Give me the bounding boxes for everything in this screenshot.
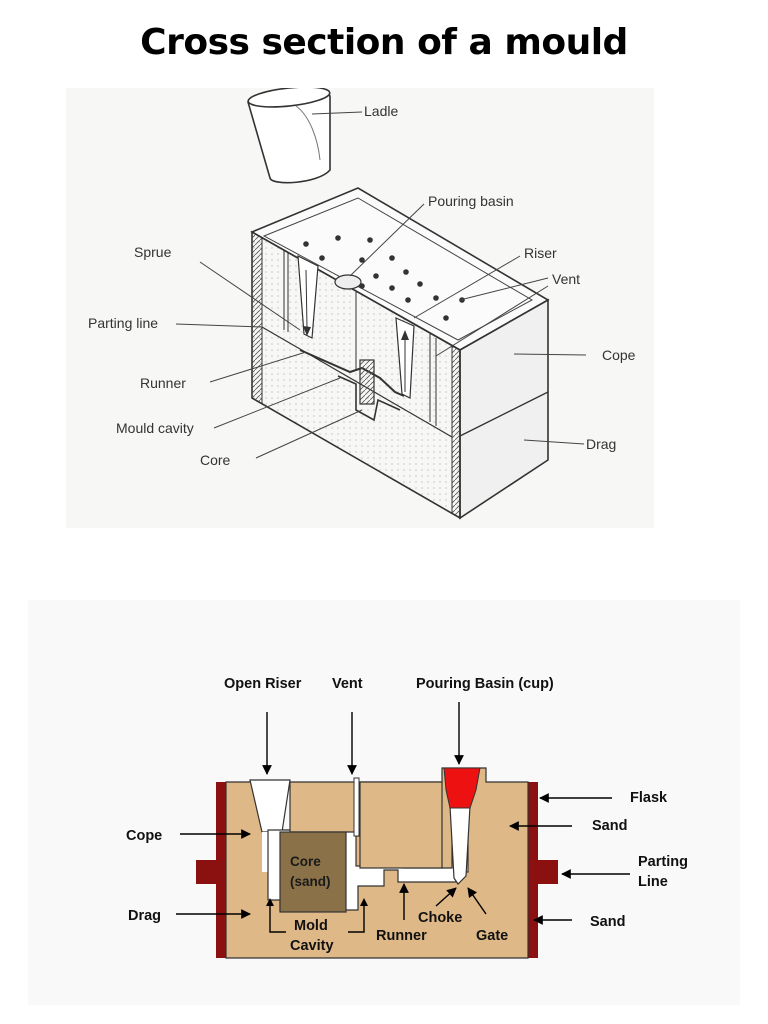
core-shape xyxy=(359,359,375,405)
label-sprue: Sprue xyxy=(134,244,172,260)
label-sand-bottom: Sand xyxy=(590,914,625,930)
flask-left-flange xyxy=(196,860,216,884)
page-title: Cross section of a mould xyxy=(140,22,628,63)
label-parting-2: Line xyxy=(638,874,668,890)
cross-section-diagram: Open Riser Vent Pouring Basin (cup) Flas… xyxy=(28,600,740,1005)
label-drag: Drag xyxy=(128,908,161,924)
ladle-shape xyxy=(247,88,331,184)
label-flask: Flask xyxy=(630,790,668,806)
label-mold-1: Mold xyxy=(294,918,328,934)
label-core-2: (sand) xyxy=(290,874,331,889)
label-drag: Drag xyxy=(586,436,616,452)
flask-right-flange xyxy=(538,860,558,884)
label-choke: Choke xyxy=(418,910,462,926)
sand-core xyxy=(279,831,347,913)
isometric-mould-illustration: Ladle Pouring basin Sprue Riser Vent Par… xyxy=(66,88,654,528)
label-cope: Cope xyxy=(602,347,636,363)
label-runner: Runner xyxy=(140,375,186,391)
pouring-cup xyxy=(443,767,481,809)
label-ladle: Ladle xyxy=(364,103,398,119)
label-parting-1: Parting xyxy=(638,854,688,870)
flask-right-wall xyxy=(528,782,538,958)
label-core: Core xyxy=(200,452,231,468)
label-parting-line: Parting line xyxy=(88,315,158,331)
flask-left-wall xyxy=(216,782,226,958)
cross-section-drawing: Open Riser Vent Pouring Basin (cup) Flas… xyxy=(126,676,688,959)
label-mould-cavity: Mould cavity xyxy=(116,420,194,436)
label-open-riser: Open Riser xyxy=(224,676,302,692)
label-core-1: Core xyxy=(290,854,321,869)
label-vent: Vent xyxy=(552,271,580,287)
isometric-mould-drawing: Ladle Pouring basin Sprue Riser Vent Par… xyxy=(88,88,636,520)
label-pouring-basin: Pouring Basin (cup) xyxy=(416,676,554,692)
label-gate: Gate xyxy=(476,928,508,944)
vent-holes xyxy=(303,235,465,321)
label-sand-top: Sand xyxy=(592,818,627,834)
label-cope: Cope xyxy=(126,828,162,844)
label-mold-2: Cavity xyxy=(290,938,334,954)
label-riser: Riser xyxy=(524,245,557,261)
label-runner: Runner xyxy=(376,928,427,944)
label-pouring-basin: Pouring basin xyxy=(428,193,514,209)
label-vent: Vent xyxy=(332,676,363,692)
